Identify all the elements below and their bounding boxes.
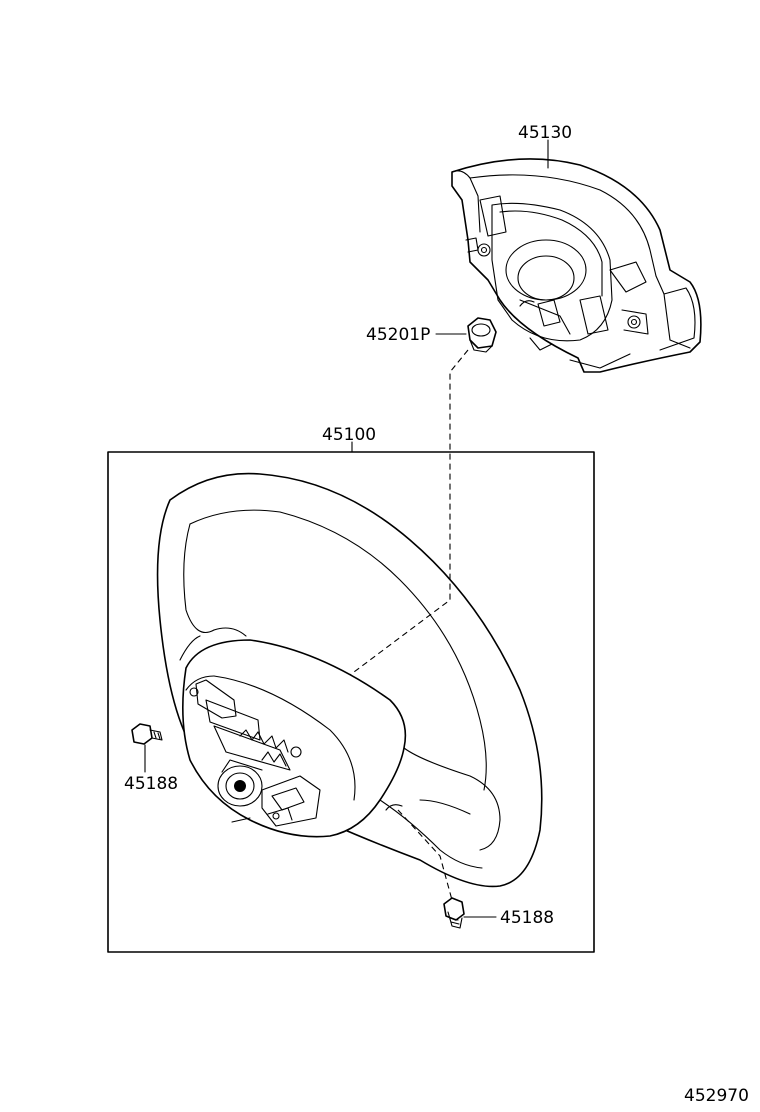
label-screw-left: 45188 <box>124 774 178 794</box>
steering-wheel-drawing <box>156 472 543 888</box>
assembly-frame <box>107 451 595 953</box>
label-screw-right: 45188 <box>500 908 554 928</box>
airbag-pad-drawing <box>451 158 702 373</box>
label-airbag-pad: 45130 <box>518 123 572 143</box>
screw-left-drawing <box>131 723 163 745</box>
figure-number: 452970 <box>684 1086 749 1106</box>
label-wheel-assembly: 45100 <box>322 425 376 445</box>
nut-drawing <box>467 317 497 353</box>
screw-right-drawing <box>443 897 465 929</box>
label-nut: 45201P <box>366 325 430 345</box>
assembly-line-nut <box>329 349 469 691</box>
assembly-line-screw <box>397 809 453 901</box>
